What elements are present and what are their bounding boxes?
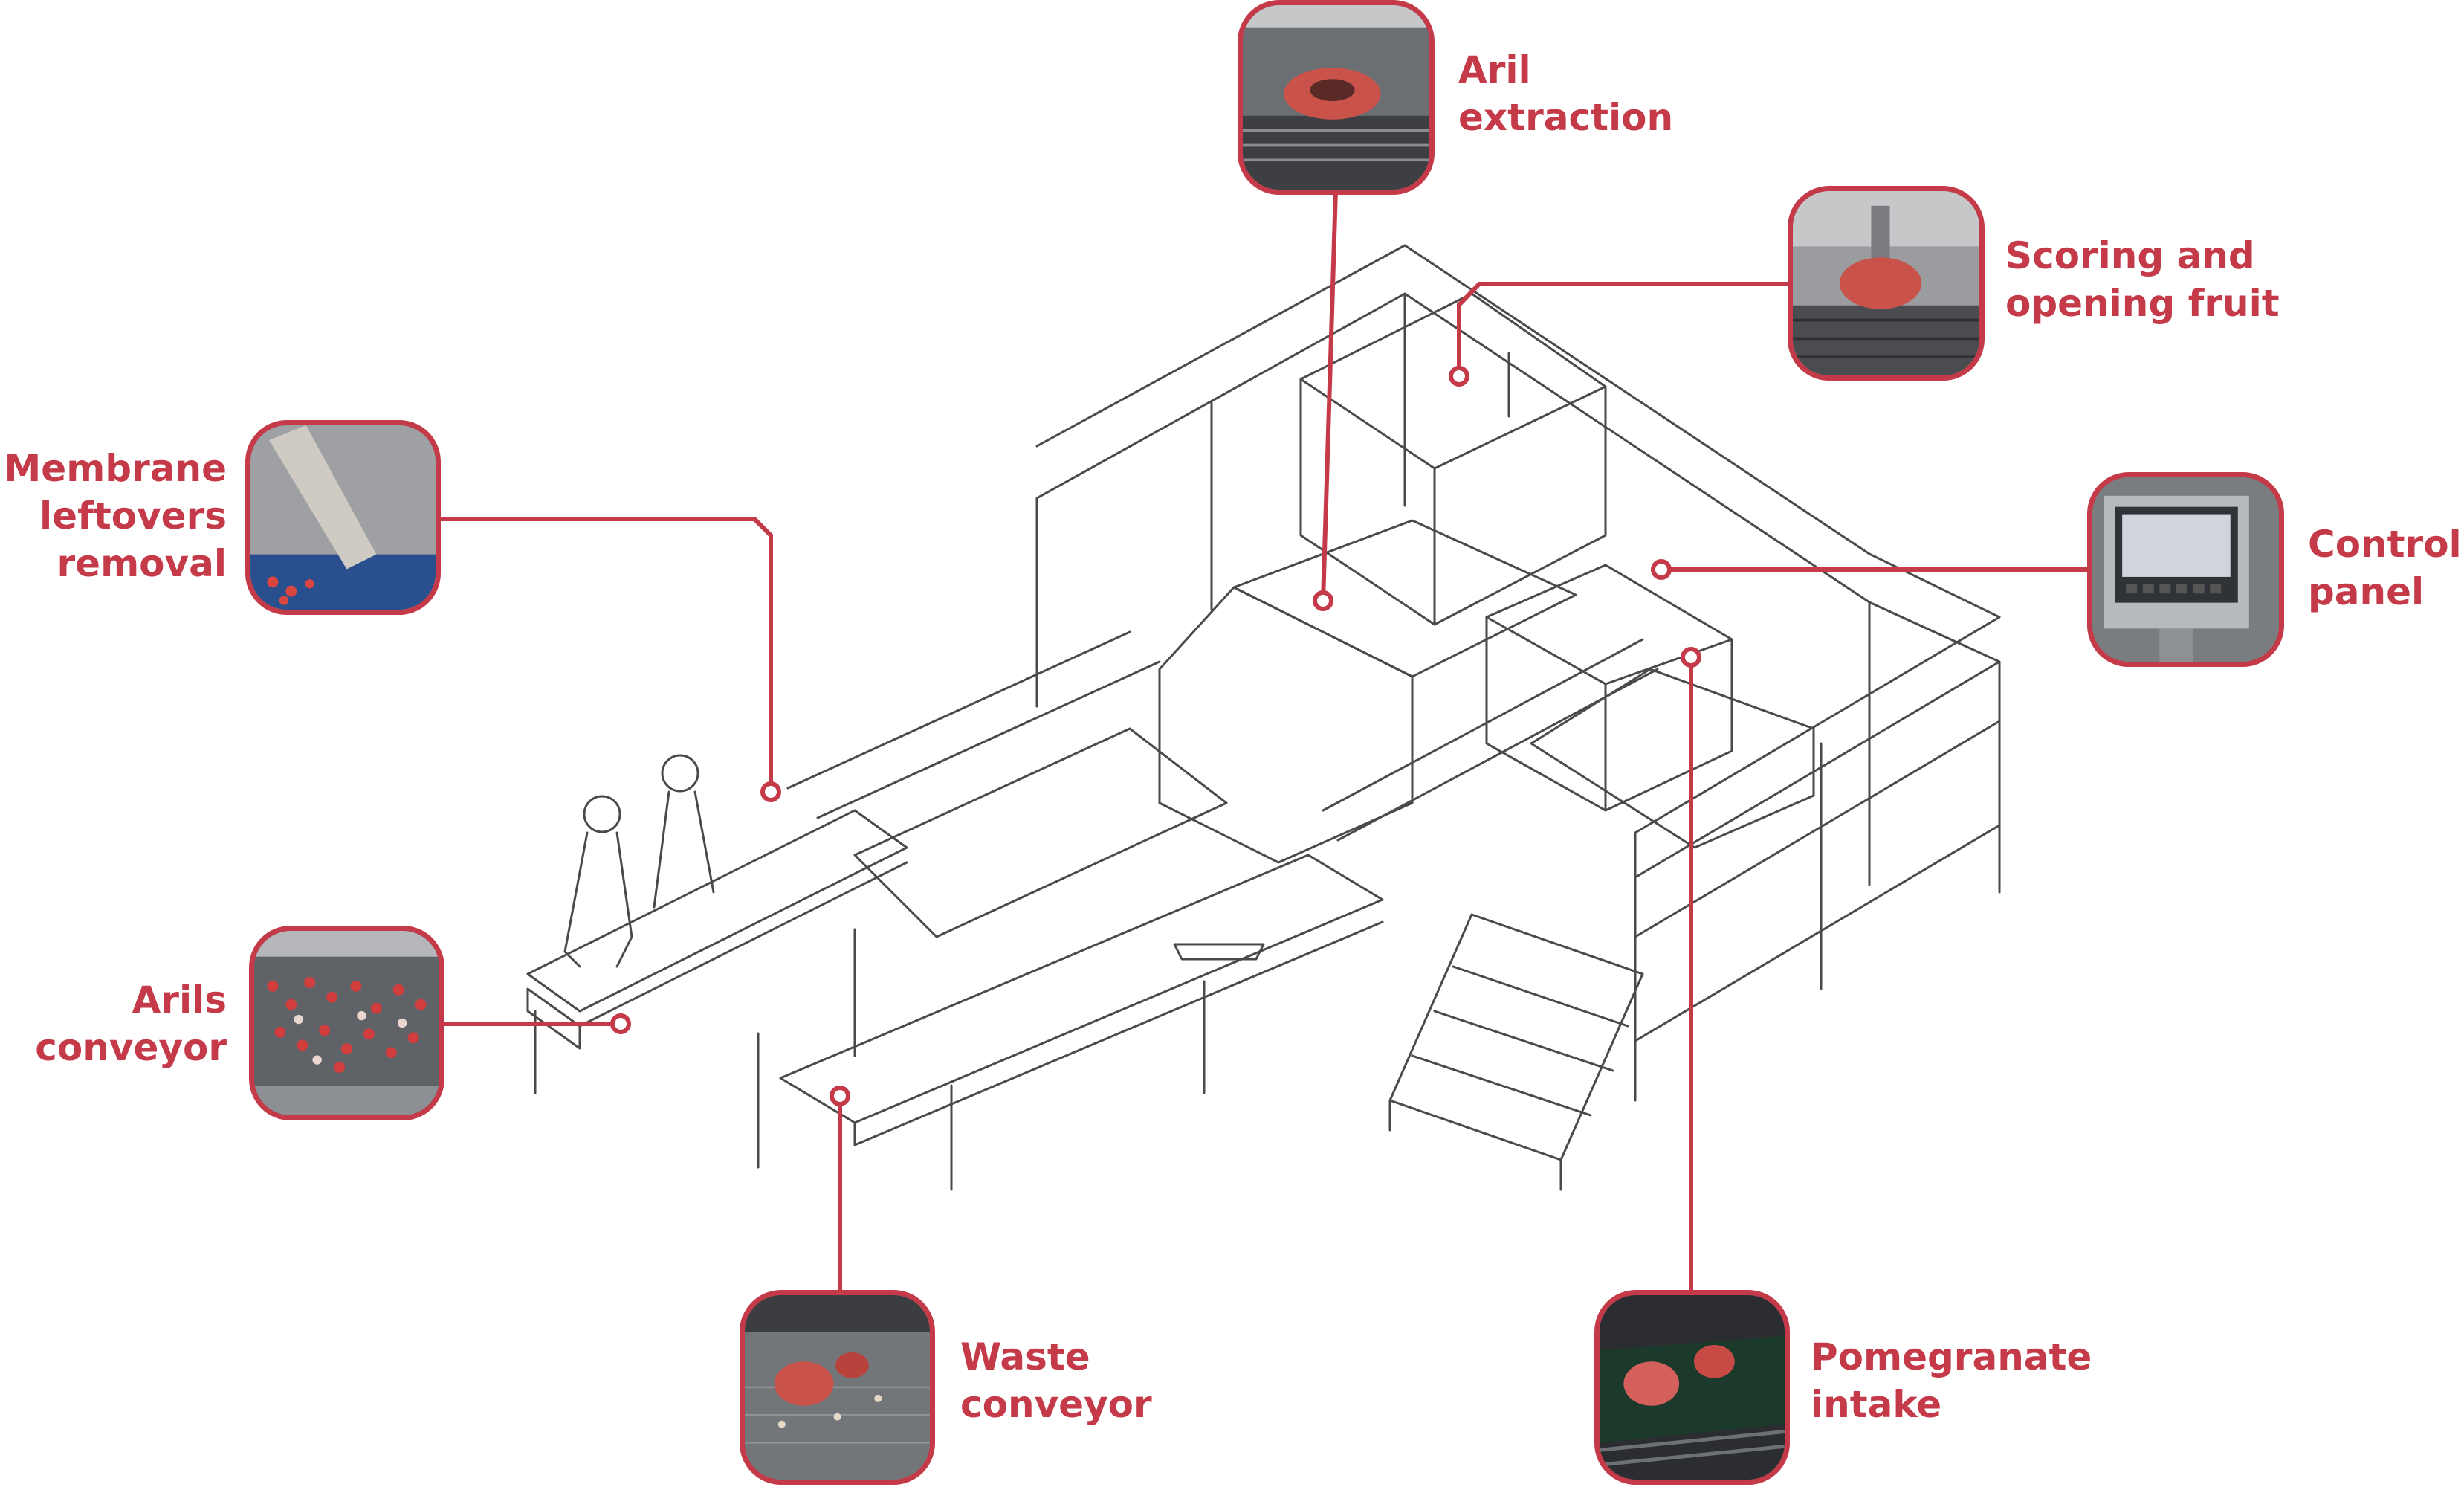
arils-conveyor-photo: [249, 926, 444, 1120]
scoring-marker: [1449, 366, 1469, 387]
scoring-opening-photo: [1788, 186, 1985, 381]
arils-conveyor-label: Arils conveyor: [35, 978, 227, 1069]
arils-conveyor-marker: [610, 1013, 631, 1034]
aril-extraction-label: Aril extraction: [1458, 48, 1674, 139]
aril-extraction-photo: [1238, 0, 1435, 195]
access-stairs: [1388, 913, 1644, 1191]
membrane-removal-marker: [760, 781, 781, 802]
membrane-removal-photo: [245, 420, 441, 615]
arils-conveyor-drawing: [526, 809, 908, 1169]
control-panel-marker: [1651, 559, 1672, 580]
operator-figures: [563, 754, 715, 968]
waste-conveyor-drawing: [779, 854, 1384, 1191]
waste-conveyor-marker: [830, 1086, 850, 1106]
pomegranate-intake-photo: [1594, 1290, 1790, 1485]
intake-marker: [1681, 647, 1701, 668]
waste-conveyor-label: Waste conveyor: [960, 1335, 1152, 1426]
pomegranate-intake-label: Pomegranate intake: [1811, 1335, 2092, 1426]
waste-conveyor-photo: [740, 1290, 935, 1485]
control-panel-photo: [2087, 472, 2284, 667]
membrane-removal-label: Membrane leftovers removal: [4, 447, 227, 585]
extraction-housing: [1158, 292, 1815, 864]
transfer-chute: [786, 630, 1228, 938]
platform-railing: [1035, 244, 2001, 1102]
scoring-opening-label: Scoring and opening fruit: [2005, 234, 2280, 325]
aril-extraction-marker: [1313, 590, 1333, 611]
control-panel-label: Control panel: [2308, 523, 2462, 613]
